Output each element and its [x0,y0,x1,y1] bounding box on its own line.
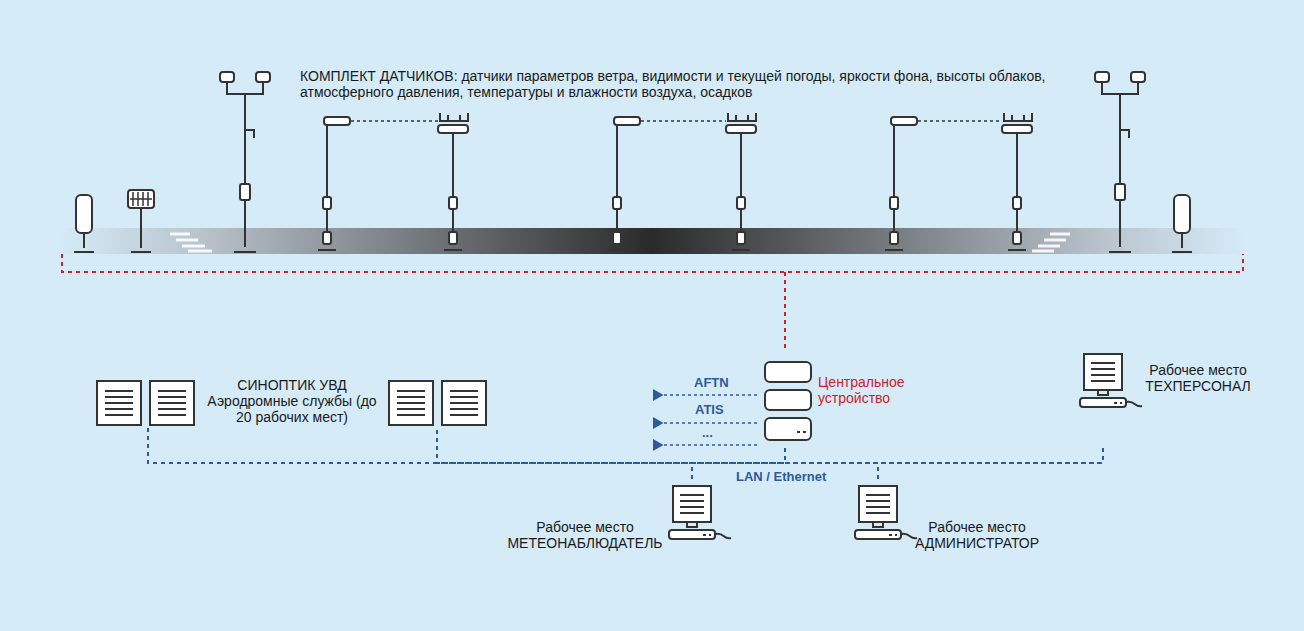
connector [437,430,785,463]
tech-workstation: Рабочее место ТЕХПЕРСОНАЛ [1070,348,1260,445]
central-device: Центральное устройство [758,352,938,448]
forecaster-workstations: СИНОПТИК УВД Аэродромные службы (до 20 р… [92,375,492,430]
node-text: Центральное устройство [818,374,933,406]
connector [784,272,786,352]
node-text: Рабочее место АДМИНИСТРАТОР [902,519,1052,551]
observer-workstation: Рабочее место МЕТЕОНАБЛЮДАТЕЛЬ [500,483,745,568]
output-label: ATIS [695,403,724,417]
node-text: Рабочее место ТЕХПЕРСОНАЛ [1138,362,1258,394]
admin-workstation: Рабочее место АДМИНИСТРАТОР [850,483,1055,568]
sensor-set: КОМПЛЕКТ ДАТЧИКОВ: датчики параметров ве… [60,60,1250,272]
sensor-bus [62,254,1243,272]
node-text: Рабочее место МЕТЕОНАБЛЮДАТЕЛЬ [500,519,670,551]
lan-bus [148,428,1103,463]
output-arrows [662,395,757,445]
output-label: AFTN [694,376,729,390]
network-label: LAN / Ethernet [736,470,826,484]
connector [785,445,1103,463]
server-icon [765,362,811,440]
node-text: СИНОПТИК УВД Аэродромные службы (до 20 р… [202,377,382,425]
output-label: ... [702,426,713,440]
node-text: КОМПЛЕКТ ДАТЧИКОВ: датчики параметров ве… [300,68,1100,100]
runway [60,228,1244,254]
